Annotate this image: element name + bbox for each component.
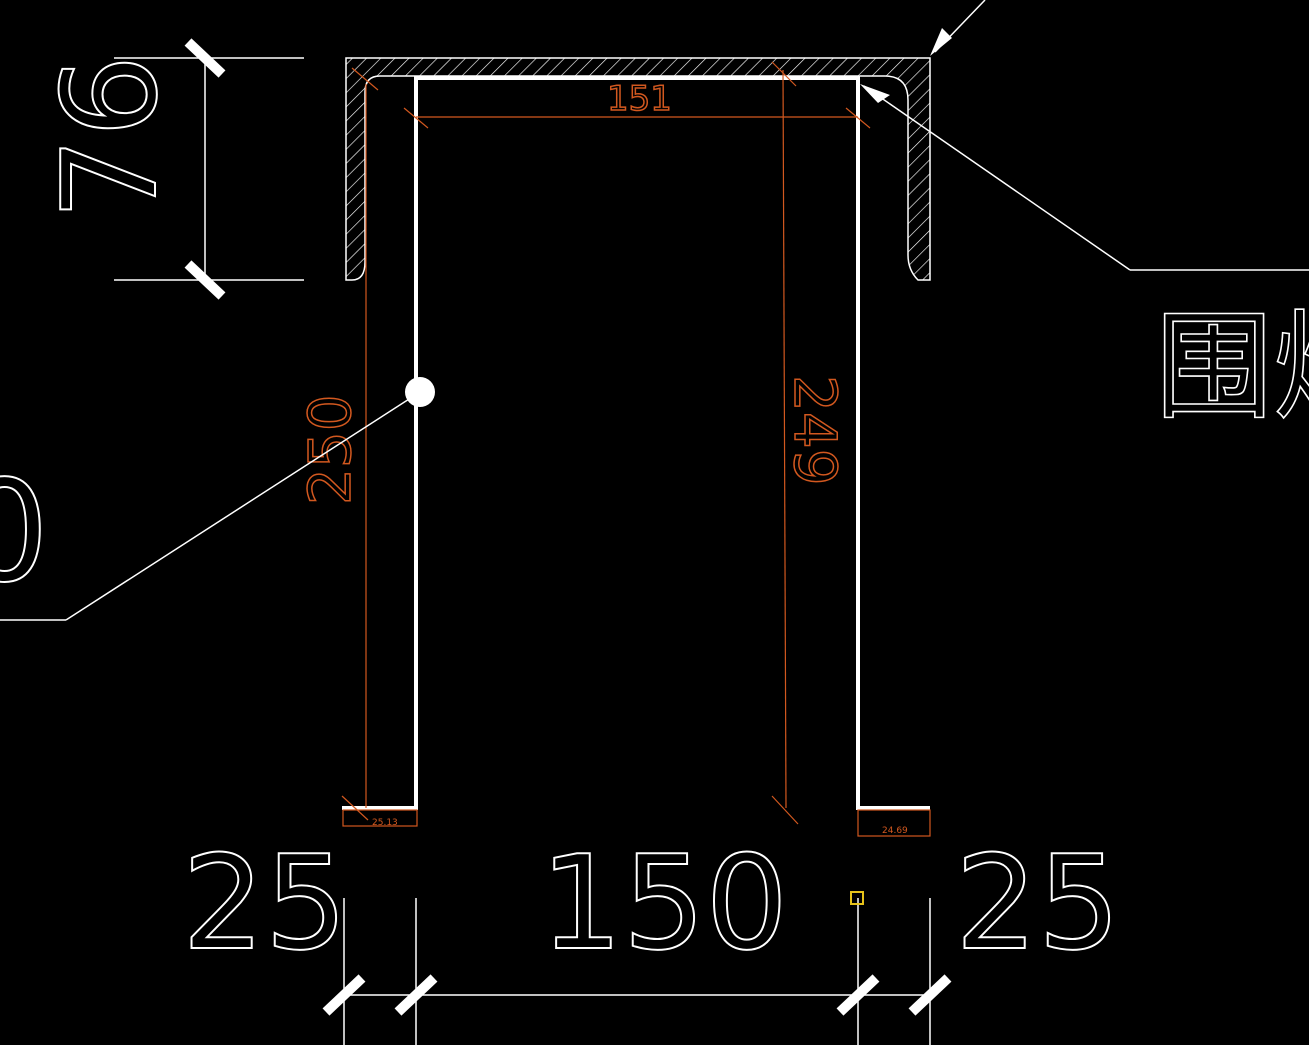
dimension-bottom-chain bbox=[322, 898, 952, 1045]
dim-text-76: 76 bbox=[34, 55, 186, 220]
dim-text-inner-width: 151 bbox=[607, 79, 672, 119]
inner-channel-outline[interactable] bbox=[342, 76, 930, 810]
dim-text-small-left: 25.13 bbox=[372, 818, 398, 828]
weld-note-text: 围焊 bbox=[1155, 298, 1309, 436]
dim-text-right-height: 249 bbox=[781, 375, 849, 486]
dimension-76 bbox=[114, 38, 304, 300]
dim-text-web-width: 150 bbox=[540, 827, 788, 979]
leader-arrow-top bbox=[930, 28, 952, 56]
weld-point-dot[interactable] bbox=[405, 377, 435, 407]
dim-text-left-flange: 25 bbox=[182, 827, 347, 979]
dim-text-right-flange: 25 bbox=[955, 827, 1120, 979]
leader-arrow-right bbox=[860, 84, 890, 103]
snap-marker[interactable] bbox=[850, 891, 864, 905]
dim-text-partial-left: 0 bbox=[0, 451, 49, 614]
hatched-channel-section[interactable] bbox=[345, 57, 931, 281]
dim-text-small-right: 24.69 bbox=[882, 826, 908, 836]
weld-leader-left[interactable] bbox=[0, 391, 421, 621]
measure-lines[interactable] bbox=[341, 61, 931, 837]
